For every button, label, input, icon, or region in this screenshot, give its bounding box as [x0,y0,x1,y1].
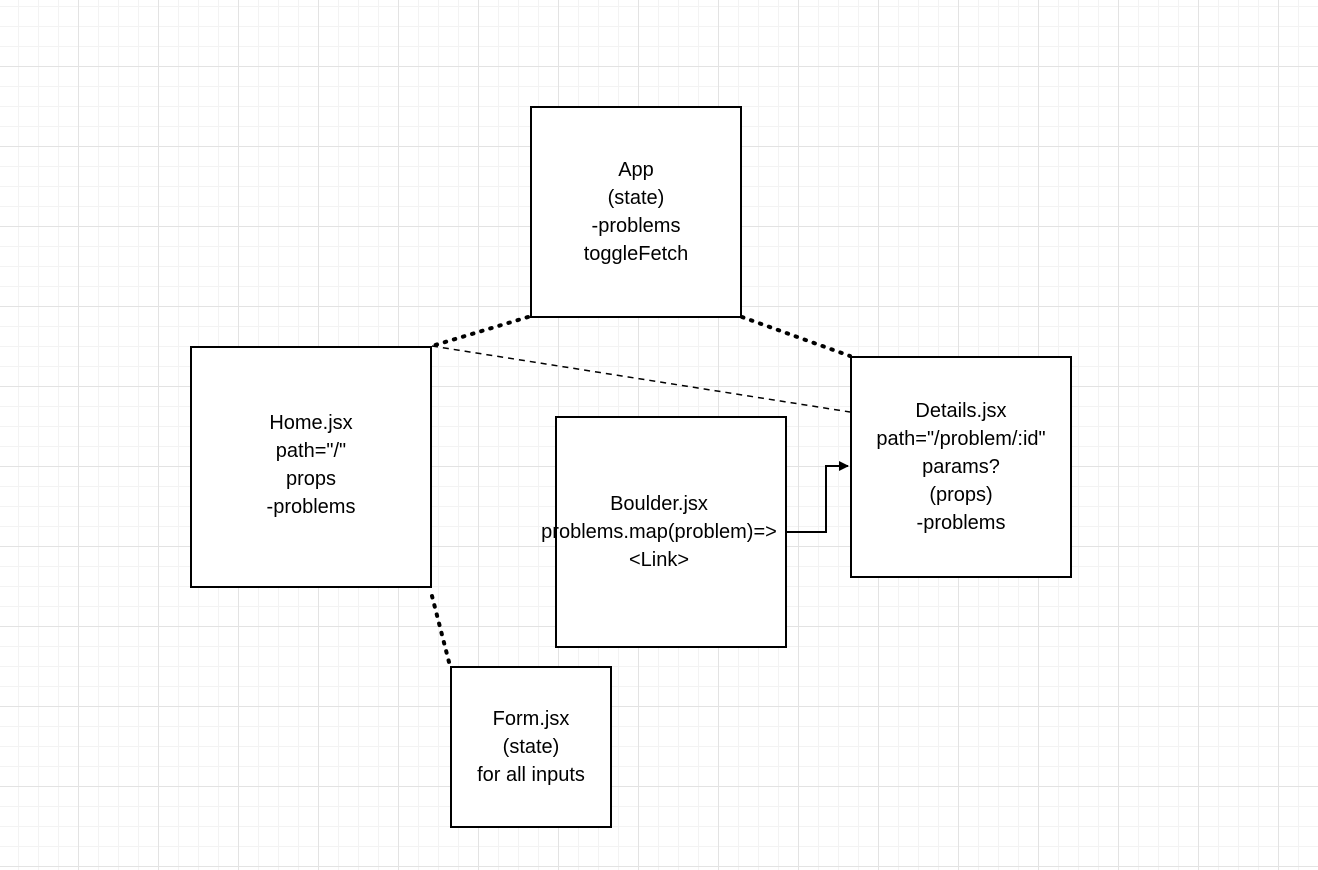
boulder-node[interactable]: Boulder.jsx problems.map(problem)=> <Lin… [541,416,787,648]
app-node-label: App (state) -problems toggleFetch [584,156,689,268]
form-node-title: Form.jsx [492,708,570,730]
app-node-line: toggleFetch [583,243,689,265]
home-node-line: -problems [266,496,356,518]
app-node-line: -problems [591,215,681,237]
boulder-node-label: Boulder.jsx problems.map(problem)=> <Lin… [541,490,777,574]
edge-app-details[interactable] [740,315,852,358]
boulder-node-line: problems.map(problem)=> [541,521,777,543]
edge-home-form[interactable] [430,594,452,668]
boulder-node-line: <Link> [628,549,690,571]
details-node-label: Details.jsx path="/problem/:id" params? … [876,397,1045,537]
details-node-line: -problems [916,512,1006,534]
form-node-line: for all inputs [477,764,585,786]
form-node[interactable]: Form.jsx (state) for all inputs [450,666,612,828]
details-node-line: path="/problem/:id" [876,428,1046,450]
home-node-line: props [285,468,336,490]
home-node-title: Home.jsx [269,412,353,434]
app-node-line: (state) [607,187,665,209]
form-node-label: Form.jsx (state) for all inputs [477,705,585,789]
details-node-title: Details.jsx [915,400,1007,422]
boulder-node-title: Boulder.jsx [610,493,708,515]
edge-home-details[interactable] [431,345,851,413]
edge-boulder-details-arrow[interactable] [787,461,849,533]
home-node[interactable]: Home.jsx path="/" props -problems [190,346,432,588]
details-node-line: params? [922,456,1000,478]
details-node-line: (props) [929,484,993,506]
edge-app-home[interactable] [430,315,530,348]
app-node-title: App [618,159,654,181]
home-node-line: path="/" [275,440,347,462]
home-node-label: Home.jsx path="/" props -problems [267,409,356,521]
details-node[interactable]: Details.jsx path="/problem/:id" params? … [850,356,1072,578]
form-node-line: (state) [502,736,560,758]
app-node[interactable]: App (state) -problems toggleFetch [530,106,742,318]
